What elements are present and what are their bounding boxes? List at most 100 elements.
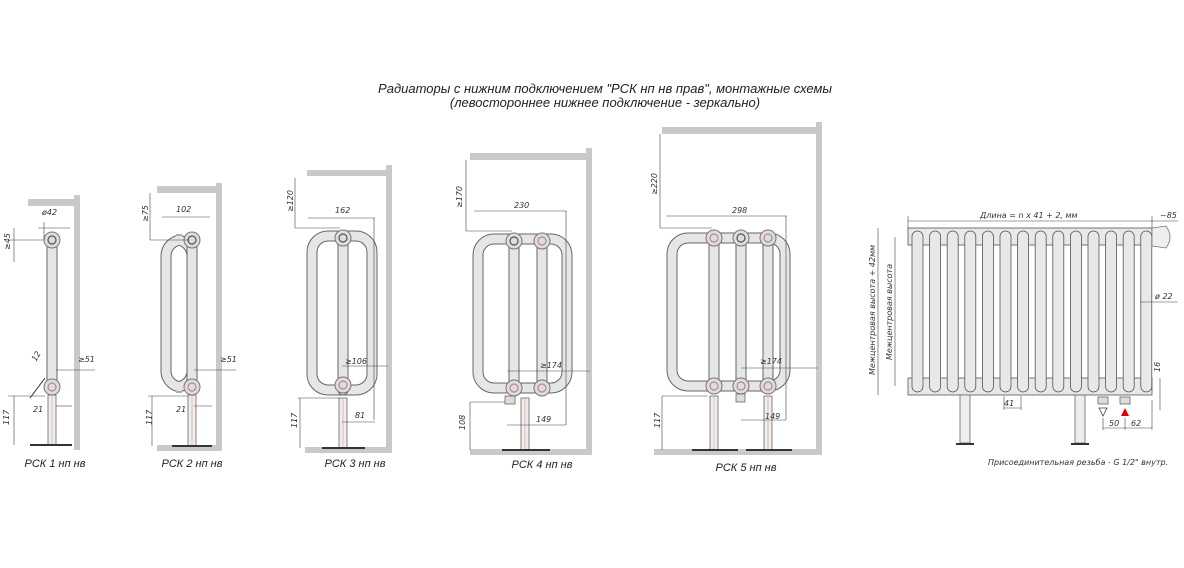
front-bottom-offset: 16 xyxy=(1153,362,1162,372)
fitting-core xyxy=(537,383,547,393)
dimension-lines xyxy=(8,134,818,450)
return-arrow-icon xyxy=(1098,407,1108,417)
front-tube-diameter: ø 22 xyxy=(1154,292,1173,301)
fitting xyxy=(732,229,750,247)
fitting-core xyxy=(187,382,197,392)
radiator-tubes xyxy=(29,229,792,451)
fitting xyxy=(334,376,352,394)
fitting xyxy=(533,379,551,397)
fitting-core xyxy=(509,383,519,393)
scheme-label-rsk5: РСК 5 нп нв xyxy=(716,462,777,474)
dim-rsk5-width: 298 xyxy=(732,206,747,215)
column xyxy=(1017,230,1029,393)
fitting-core xyxy=(763,233,773,243)
dim-rsk5-wall: ≥174 xyxy=(760,357,782,366)
leg xyxy=(1074,394,1086,444)
dim-rsk4-height: 108 xyxy=(458,415,467,430)
diagram-title: Радиаторы с нижним подключением "РСК нп … xyxy=(378,81,832,96)
scheme-label-rsk3: РСК 3 нп нв xyxy=(325,458,386,470)
dim-rsk5-top: ≥220 xyxy=(650,173,659,195)
front-dim-50: 50 xyxy=(1109,419,1119,428)
fitting xyxy=(43,231,61,249)
return-connection xyxy=(1097,396,1109,405)
fitting-core xyxy=(338,380,348,390)
dim-rsk1-angle: 12 xyxy=(30,350,43,363)
dim-rsk2-height: 117 xyxy=(145,409,154,425)
dim-rsk5-offset: 149 xyxy=(765,412,780,421)
dim-rsk1-top: ≥45 xyxy=(3,233,12,250)
column xyxy=(1122,230,1135,393)
fitting xyxy=(759,229,777,247)
fitting-core xyxy=(537,236,547,246)
valve xyxy=(504,395,516,405)
dim-rsk3-top: ≥120 xyxy=(286,190,295,212)
column xyxy=(911,230,924,393)
valve-axis xyxy=(29,377,46,399)
fitting-core xyxy=(509,236,519,246)
dim-rsk2-offset: 21 xyxy=(176,405,186,414)
fitting-core xyxy=(763,381,773,391)
dim-rsk1-diameter: ø42 xyxy=(41,208,57,217)
column xyxy=(999,230,1012,393)
column xyxy=(1105,230,1117,393)
leg xyxy=(959,394,971,444)
column xyxy=(929,230,941,393)
dim-rsk2-width: 102 xyxy=(176,205,191,214)
dim-rsk1-wall: ≥51 xyxy=(78,355,95,364)
column xyxy=(964,230,977,393)
column xyxy=(982,230,994,393)
fitting xyxy=(705,377,723,395)
dim-rsk4-width: 230 xyxy=(514,201,529,210)
dim-rsk2-top: ≥75 xyxy=(141,205,150,222)
dim-rsk4-top: ≥170 xyxy=(455,186,464,208)
fitting-core xyxy=(47,382,57,392)
fitting xyxy=(505,379,523,397)
dim-rsk5-height: 117 xyxy=(653,412,662,428)
scheme-label-rsk4: РСК 4 нп нв xyxy=(512,459,573,471)
dim-rsk3-offset: 81 xyxy=(355,411,365,420)
thermostat-head xyxy=(1151,225,1171,249)
fitting xyxy=(705,229,723,247)
column xyxy=(946,230,959,393)
fitting-core xyxy=(736,381,746,391)
front-pitch: 41 xyxy=(1004,399,1014,408)
front-thread-note: Присоединительная резьба - G 1/2" внутр. xyxy=(988,458,1168,467)
column xyxy=(1052,230,1065,393)
fitting-core xyxy=(338,233,348,243)
radiator-front-view xyxy=(877,216,1178,445)
dim-rsk4-wall: ≥174 xyxy=(540,361,562,370)
fitting-core xyxy=(709,381,719,391)
valve xyxy=(735,393,746,403)
scheme-label-rsk2: РСК 2 нп нв xyxy=(162,458,223,470)
supply-arrow-icon xyxy=(1121,408,1129,416)
column xyxy=(1070,230,1082,393)
fitting xyxy=(732,377,750,395)
front-length-label: Длина = n x 41 + 2, мм xyxy=(979,211,1078,220)
fitting xyxy=(759,377,777,395)
dim-rsk1-offset: 21 xyxy=(33,405,43,414)
column xyxy=(1087,230,1100,393)
dim-rsk4-offset: 149 xyxy=(536,415,551,424)
dim-rsk3-height: 117 xyxy=(290,412,299,428)
column xyxy=(1034,230,1047,393)
column xyxy=(1140,230,1153,393)
scheme-label-rsk1: РСК 1 нп нв xyxy=(25,458,86,470)
fitting xyxy=(183,378,201,396)
fitting xyxy=(533,232,551,250)
dim-rsk3-wall: ≥106 xyxy=(345,357,367,366)
dim-rsk1-height: 117 xyxy=(2,409,11,425)
tube xyxy=(307,231,377,395)
front-dim-62: 62 xyxy=(1131,419,1141,428)
fitting-core xyxy=(47,235,57,245)
dim-rsk2-wall: ≥51 xyxy=(220,355,237,364)
front-thermostat-offset: ~85 xyxy=(1160,211,1177,220)
fitting-core xyxy=(736,233,746,243)
fitting-core xyxy=(709,233,719,243)
fitting xyxy=(505,232,523,250)
tube xyxy=(473,234,572,393)
front-height-center: Межцентровая высота xyxy=(885,264,894,360)
fitting xyxy=(43,378,61,396)
supply-connection xyxy=(1119,396,1131,405)
diagram-subtitle: (левостороннее нижнее подключение - зерк… xyxy=(450,95,760,110)
